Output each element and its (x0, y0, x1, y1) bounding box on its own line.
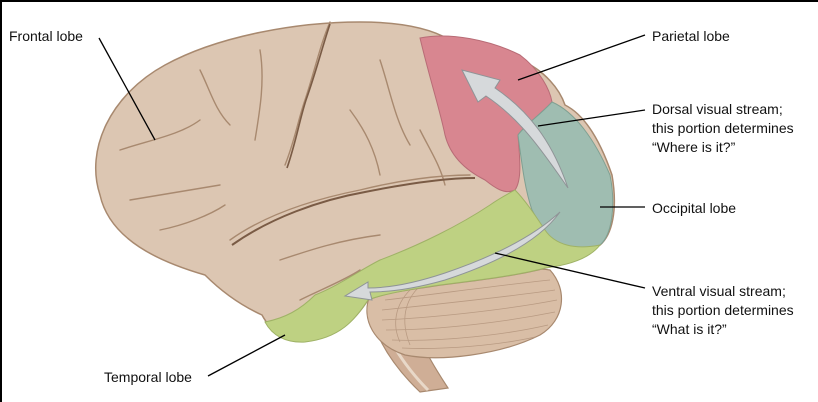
dorsal-stream-line-3: “Where is it?” (652, 139, 736, 155)
dorsal-stream-line-1: Dorsal visual stream; (652, 101, 783, 117)
ventral-stream-line-3: “What is it?” (652, 321, 727, 337)
leader-lines (98, 34, 646, 377)
parietal-lobe-region (419, 35, 553, 193)
ventral-stream-line-1: Ventral visual stream; (652, 283, 786, 299)
temporal-lobe-label: Temporal lobe (104, 369, 192, 385)
parietal-lobe-label: Parietal lobe (652, 28, 730, 44)
ventral-stream-line-2: this portion determines (652, 302, 794, 318)
dorsal-stream-line-2: this portion determines (652, 120, 794, 136)
dorsal-stream-arrow (461, 69, 569, 189)
temporal-lobe-region (264, 189, 602, 343)
dorsal-stream-label: Dorsal visual stream; this portion deter… (652, 100, 794, 157)
ventral-stream-label: Ventral visual stream; this portion dete… (652, 282, 794, 339)
frontal-lobe-label: Frontal lobe (9, 28, 83, 44)
ventral-stream-arrow (343, 211, 561, 301)
occipital-lobe-label: Occipital lobe (652, 200, 737, 216)
